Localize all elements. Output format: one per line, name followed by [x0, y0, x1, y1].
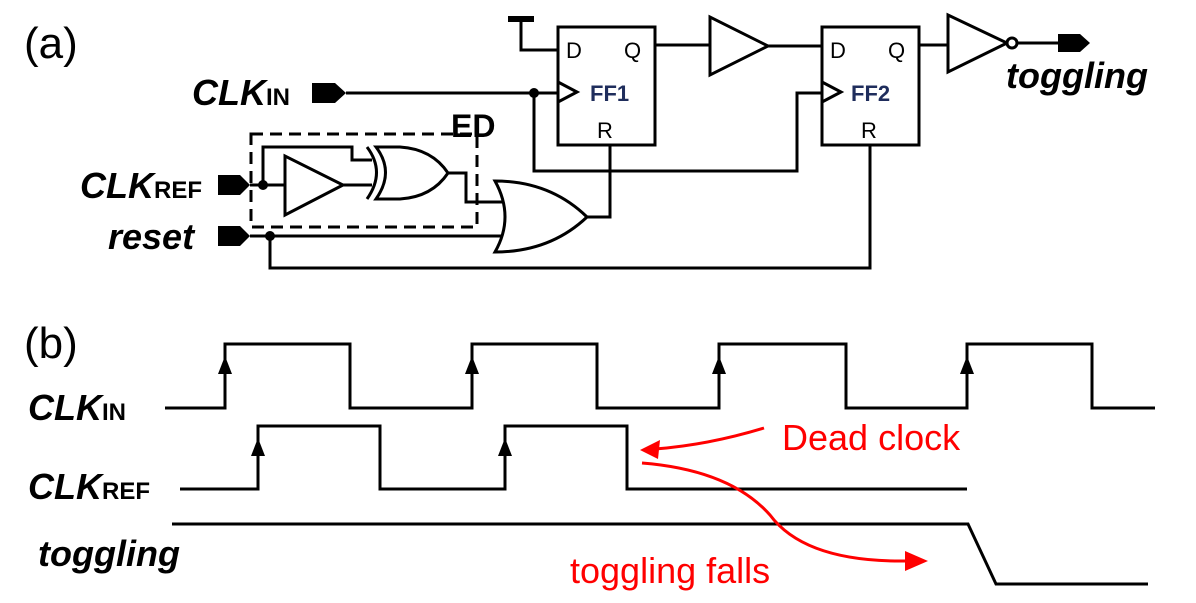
- ed-label: ED: [451, 108, 495, 144]
- clk-ref-label: CLKREF: [80, 165, 202, 206]
- ff1-q-pin: Q: [624, 38, 641, 63]
- reset-label: reset: [108, 216, 196, 257]
- ff2-q-pin: Q: [888, 38, 905, 63]
- ed-buffer-gate: [283, 153, 347, 218]
- panel-a-label: (a): [24, 19, 78, 68]
- flip-flop-ff2: D Q R FF2: [820, 25, 921, 147]
- ff1-r-pin: R: [597, 118, 613, 143]
- ed-xor-gate: [365, 145, 450, 201]
- clk-in-port-arrow: [312, 83, 346, 103]
- output-toggling-label: toggling: [1006, 55, 1148, 96]
- timing-clk-ref-label: CLKREF: [28, 466, 150, 507]
- clk-in-label: CLKIN: [192, 72, 290, 113]
- tie-high-symbol: [508, 16, 558, 52]
- ff2-label: FF2: [851, 81, 890, 106]
- ed-dashed-box: [249, 132, 479, 229]
- clk-in-waveform: [165, 342, 1155, 410]
- ff1-d-pin: D: [566, 38, 582, 63]
- flip-flop-ff1: D Q R FF1: [556, 25, 657, 147]
- buffer-gate-mid: [708, 14, 772, 78]
- ff2-r-pin: R: [861, 118, 877, 143]
- clk-ref-rising-edge-arrows: [251, 438, 512, 456]
- timing-clk-in-label: CLKIN: [28, 387, 126, 428]
- timing-toggling-label: toggling: [38, 533, 180, 574]
- inverter-bubble: [1005, 36, 1019, 50]
- ff2-d-pin: D: [830, 38, 846, 63]
- reset-port-arrow: [218, 226, 250, 246]
- or-gate: [492, 179, 590, 254]
- panel-b-label: (b): [24, 319, 78, 368]
- dead-clock-annotation: Dead clock: [782, 417, 961, 458]
- toggling-waveform: [172, 522, 1148, 586]
- clk-ref-port-arrow: [218, 175, 250, 195]
- toggling-falls-annotation: toggling falls: [570, 550, 770, 591]
- clk-in-rising-edge-arrows: [218, 356, 974, 374]
- ff1-label: FF1: [590, 81, 629, 106]
- clk-ref-waveform: [180, 424, 967, 491]
- dead-clock-arrow: [640, 426, 765, 459]
- inverter-gate-output: [946, 12, 1011, 75]
- toggling-falls-arrow: [641, 461, 928, 571]
- output-port-arrow: [1058, 34, 1090, 52]
